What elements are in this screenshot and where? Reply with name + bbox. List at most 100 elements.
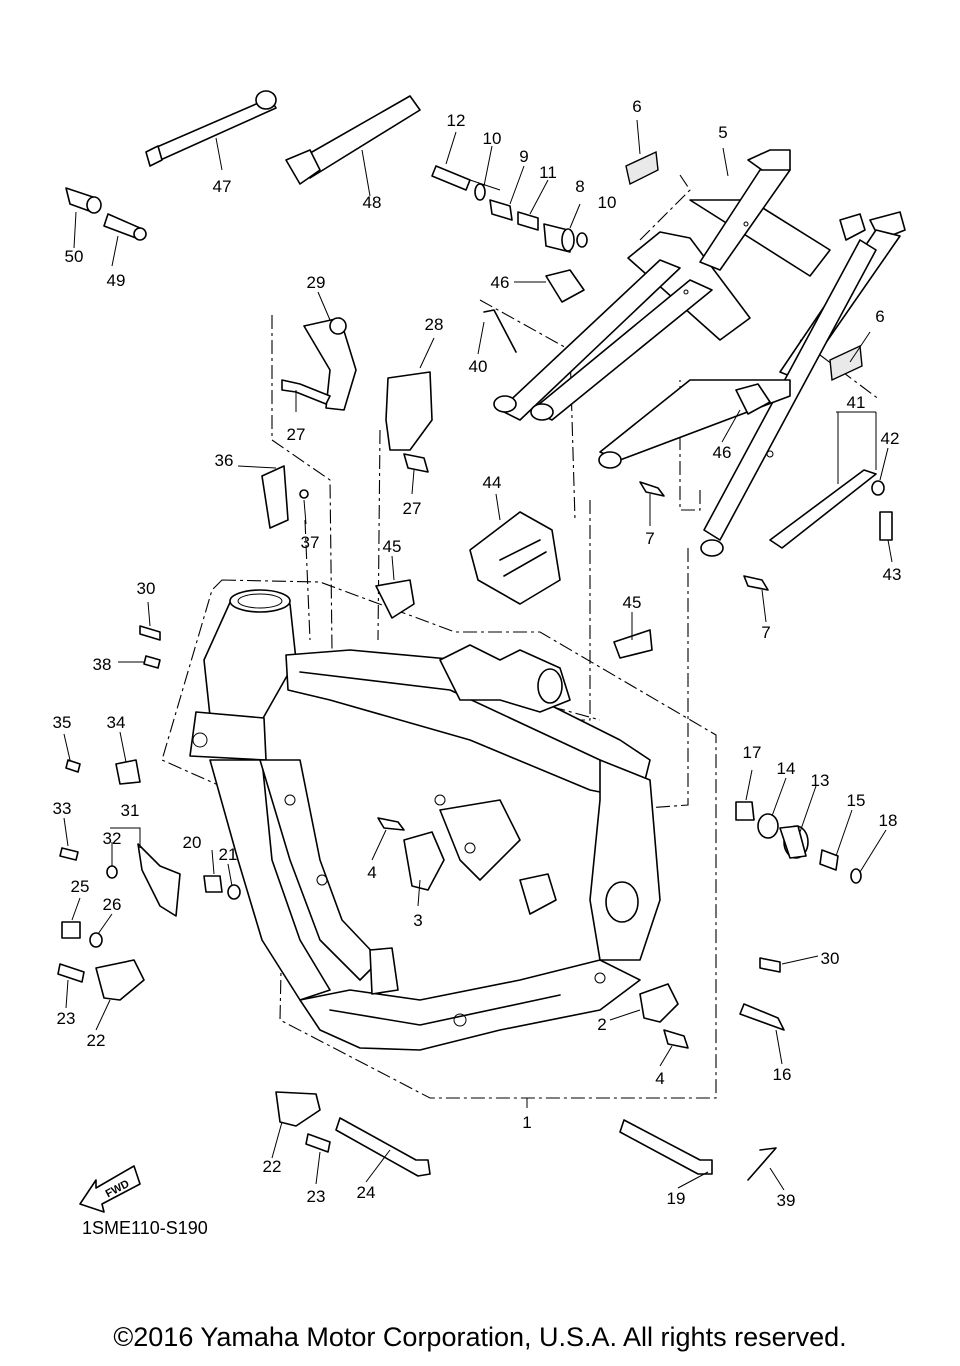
part-label: 42 bbox=[881, 429, 900, 448]
part-label: 50 bbox=[65, 247, 84, 266]
part-label: 18 bbox=[879, 811, 898, 830]
copyright-notice: ©2016 Yamaha Motor Corporation, U.S.A. A… bbox=[113, 1322, 847, 1352]
bolt-23b bbox=[305, 1133, 331, 1153]
part-label: 22 bbox=[263, 1157, 282, 1176]
part-label: 46 bbox=[491, 273, 510, 292]
part-label: 30 bbox=[821, 949, 840, 968]
part-label: 27 bbox=[287, 425, 306, 444]
clip-39 bbox=[747, 1147, 777, 1181]
part-label: 29 bbox=[307, 273, 326, 292]
part-label: 48 bbox=[363, 193, 382, 212]
part-label: 23 bbox=[57, 1009, 76, 1028]
washer-18 bbox=[850, 868, 862, 884]
collar-14 bbox=[757, 813, 779, 839]
bolt-16 bbox=[739, 1003, 785, 1031]
bolt-23a bbox=[57, 963, 85, 983]
small-parts bbox=[57, 90, 893, 1181]
part-label: 4 bbox=[655, 1069, 664, 1088]
part-label: 20 bbox=[183, 833, 202, 852]
bolt-30b bbox=[759, 957, 781, 973]
diagram-code: 1SME110-S190 bbox=[82, 1218, 208, 1238]
part-label: 2 bbox=[597, 1015, 606, 1034]
part-label: 6 bbox=[632, 97, 641, 116]
part-label: 14 bbox=[777, 759, 796, 778]
bracket-3 bbox=[403, 831, 445, 891]
part-label: 13 bbox=[811, 771, 830, 790]
part-label: 43 bbox=[883, 565, 902, 584]
part-label: 21 bbox=[219, 845, 238, 864]
part-label: 9 bbox=[519, 147, 528, 166]
part-label: 15 bbox=[847, 791, 866, 810]
damper-46a bbox=[545, 269, 585, 303]
nut-32 bbox=[106, 865, 118, 879]
chain-guide-41 bbox=[769, 469, 877, 549]
collar-42 bbox=[871, 480, 885, 496]
part-label: 47 bbox=[213, 177, 232, 196]
part-label: 4 bbox=[367, 863, 376, 882]
part-label: 44 bbox=[483, 473, 502, 492]
collar-15 bbox=[819, 849, 839, 871]
part-label: 34 bbox=[107, 713, 126, 732]
part-label: 24 bbox=[357, 1183, 376, 1202]
bolt-27a bbox=[281, 379, 331, 405]
washer-21 bbox=[227, 884, 241, 900]
part-label: 45 bbox=[383, 537, 402, 556]
bracket-34 bbox=[115, 759, 141, 785]
part-label: 22 bbox=[87, 1031, 106, 1050]
main-frame-part-1 bbox=[189, 589, 661, 1051]
part-label: 28 bbox=[425, 315, 444, 334]
part-label: 38 bbox=[93, 655, 112, 674]
damper-46b bbox=[735, 383, 771, 415]
part-label: 16 bbox=[773, 1065, 792, 1084]
bracket-22a bbox=[95, 959, 145, 1001]
bolt-43 bbox=[879, 511, 893, 541]
part-label: 10 bbox=[598, 193, 617, 212]
part-label: 3 bbox=[413, 911, 422, 930]
part-label: 19 bbox=[667, 1189, 686, 1208]
part-label: 26 bbox=[103, 895, 122, 914]
part-label: 30 bbox=[137, 579, 156, 598]
part-label: 7 bbox=[761, 623, 770, 642]
bolt-24 bbox=[335, 1117, 431, 1177]
part-label: 41 bbox=[847, 393, 866, 412]
bracket-22b bbox=[275, 1091, 321, 1127]
bolt-19 bbox=[619, 1119, 713, 1175]
part-label: 10 bbox=[483, 129, 502, 148]
part-label: 39 bbox=[777, 1191, 796, 1210]
damper-45b bbox=[613, 629, 653, 659]
part-label: 8 bbox=[575, 177, 584, 196]
part-label: 1 bbox=[522, 1113, 531, 1132]
part-label: 17 bbox=[743, 743, 762, 762]
part-label: 37 bbox=[301, 533, 320, 552]
washer-10a bbox=[474, 183, 486, 201]
part-number-labels: 1 2 2 3 4 4 5 6 6 7 7 8 9 10 10 11 12 13… bbox=[53, 97, 902, 1210]
bolt-30a bbox=[139, 625, 161, 641]
guard-31 bbox=[137, 843, 181, 917]
part-label: 27 bbox=[403, 499, 422, 518]
screw-35 bbox=[65, 759, 81, 773]
clamp-40 bbox=[483, 309, 517, 353]
subframe-part-5 bbox=[493, 149, 906, 557]
part-label: 23 bbox=[307, 1187, 326, 1206]
screw-33 bbox=[59, 847, 79, 861]
wrench-tool-47 bbox=[149, 97, 277, 163]
nut-17 bbox=[735, 801, 755, 821]
leader-lines bbox=[63, 119, 893, 1191]
part-label: 40 bbox=[469, 357, 488, 376]
bolt-7b bbox=[743, 575, 769, 591]
label-6b bbox=[829, 344, 863, 382]
part-label: 46 bbox=[713, 443, 732, 462]
part-label: 11 bbox=[539, 163, 557, 182]
washer-26 bbox=[89, 932, 103, 948]
part-label: 7 bbox=[645, 529, 654, 548]
collar-9 bbox=[489, 199, 513, 221]
collar-11 bbox=[517, 211, 539, 231]
part-label: 25 bbox=[71, 877, 90, 896]
part-label: 31 bbox=[121, 801, 140, 820]
part-label: 12 bbox=[447, 111, 466, 130]
part-label: 32 bbox=[103, 829, 122, 848]
bracket-2 bbox=[639, 983, 679, 1023]
part-label: 6 bbox=[875, 307, 884, 326]
bolt-7a bbox=[639, 481, 665, 497]
